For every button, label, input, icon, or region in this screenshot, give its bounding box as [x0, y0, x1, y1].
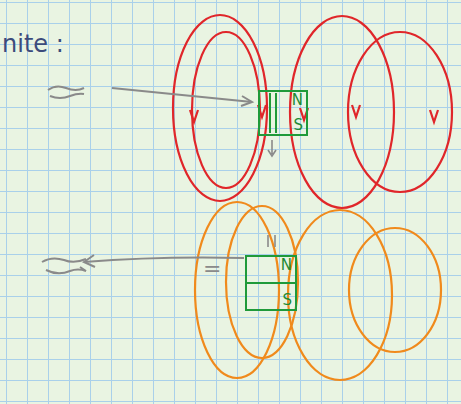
- pole-label: S: [279, 292, 295, 309]
- pole-label: S: [290, 117, 306, 134]
- gap-marks: [268, 140, 276, 247]
- magnet-box: NS: [245, 255, 297, 311]
- magnet-box: NS: [258, 90, 308, 136]
- pole-label: N: [278, 257, 295, 274]
- field-loops-top: [173, 15, 452, 208]
- heading-note: nite :: [2, 30, 64, 58]
- equals-sign: =: [203, 256, 221, 281]
- field-loops-bottom: [195, 202, 441, 380]
- pole-label: N: [289, 92, 306, 109]
- pointer-arrows: [42, 86, 252, 273]
